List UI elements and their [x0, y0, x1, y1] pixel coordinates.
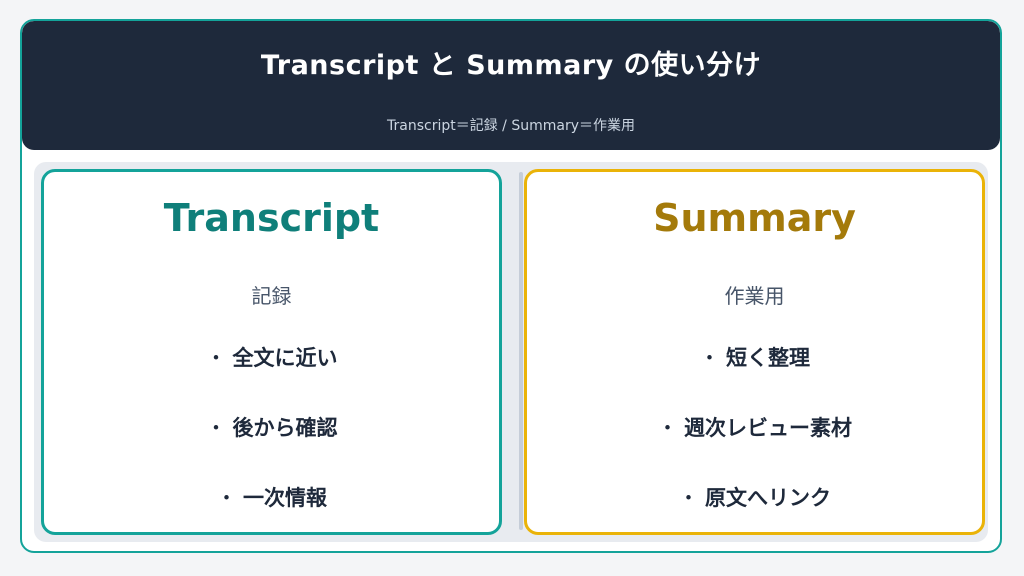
bullet-dot: ・	[216, 486, 237, 510]
bullet-dot: ・	[678, 486, 699, 510]
slide-subtitle: Transcript＝記録 / Summary＝作業用	[387, 118, 635, 134]
summary-title: Summary	[653, 196, 856, 240]
summary-item: ・原文へリンク	[527, 482, 982, 512]
transcript-item: ・一次情報	[44, 482, 499, 512]
summary-item: ・週次レビュー素材	[527, 412, 982, 442]
transcript-item: ・全文に近い	[44, 342, 499, 372]
summary-item-label: 週次レビュー素材	[684, 416, 852, 440]
comparison-area: Transcript 記録 ・全文に近い ・後から確認 ・一次情報 Summar…	[34, 162, 988, 542]
summary-item-label: 原文へリンク	[705, 486, 831, 510]
summary-item: ・短く整理	[527, 342, 982, 372]
transcript-item-label: 全文に近い	[232, 346, 338, 370]
summary-subtitle: 作業用	[724, 284, 785, 308]
summary-card: Summary 作業用 ・短く整理 ・週次レビュー素材 ・原文へリンク	[524, 169, 985, 535]
bullet-dot: ・	[699, 346, 720, 370]
transcript-subtitle: 記録	[251, 284, 292, 308]
bullet-dot: ・	[205, 416, 227, 440]
header-banner: Transcript と Summary の使い分け Transcript＝記録…	[22, 21, 1000, 150]
summary-item-label: 短く整理	[726, 346, 810, 370]
transcript-item-label: 一次情報	[243, 486, 327, 510]
transcript-item-label: 後から確認	[232, 416, 338, 440]
transcript-item: ・後から確認	[44, 412, 499, 442]
slide-frame: Transcript と Summary の使い分け Transcript＝記録…	[20, 19, 1002, 553]
transcript-title: Transcript	[163, 196, 380, 240]
transcript-card: Transcript 記録 ・全文に近い ・後から確認 ・一次情報	[41, 169, 502, 535]
bullet-dot: ・	[657, 416, 678, 440]
slide-title: Transcript と Summary の使い分け	[260, 50, 762, 81]
bullet-dot: ・	[205, 346, 227, 370]
vertical-divider	[519, 172, 523, 530]
